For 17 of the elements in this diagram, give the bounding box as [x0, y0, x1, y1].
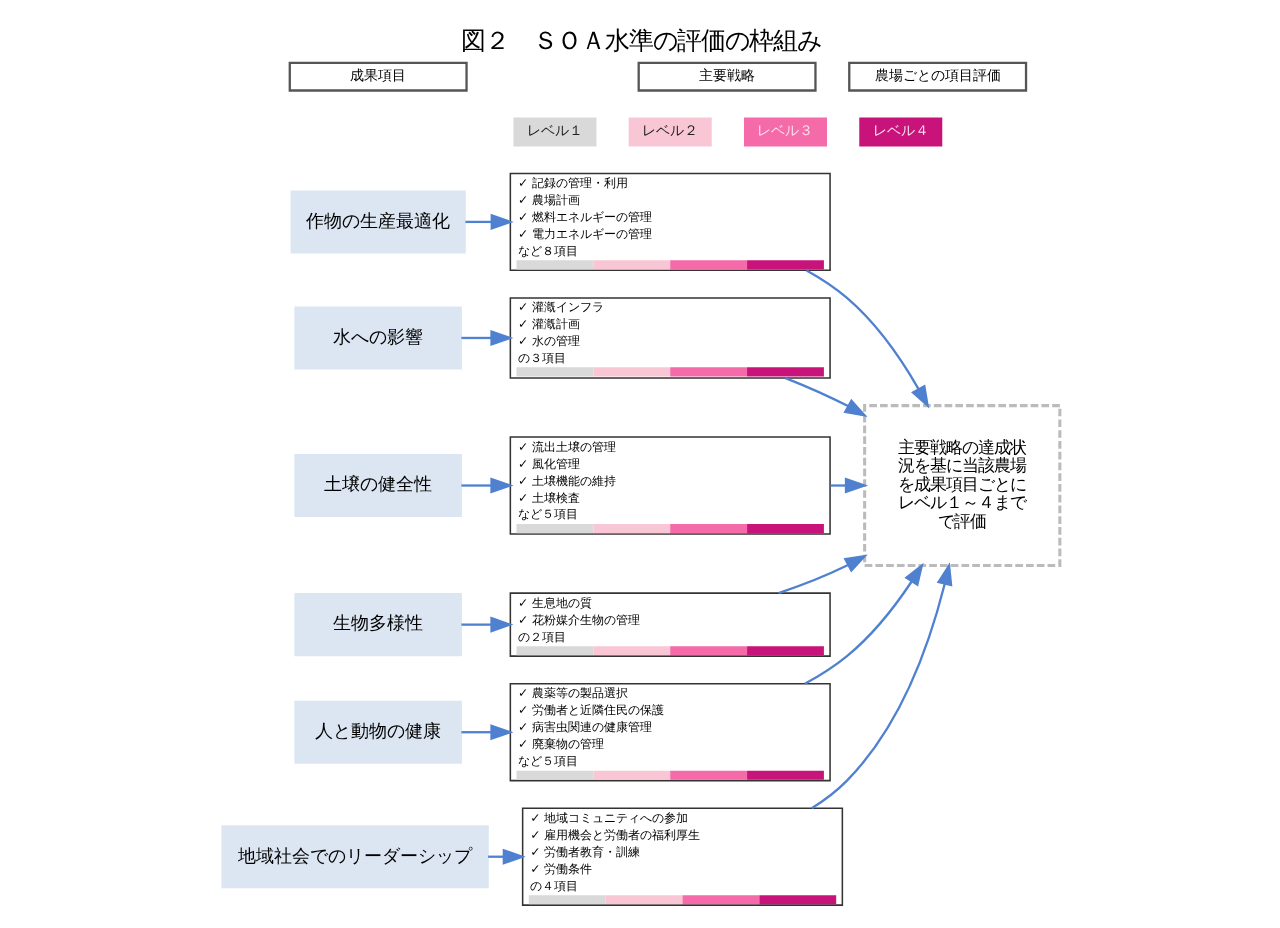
arrow	[460, 724, 513, 741]
diagram-title: 図２ ＳＯＡ水準の評価の枠組み	[460, 26, 820, 55]
node-box: 地域社会でのリーダーシップ	[220, 825, 488, 889]
arrow	[460, 329, 513, 347]
node-box: 主要戦略の達成状況を基に当該農場を成果項目ごとにレベル１～４までで評価	[862, 404, 1061, 567]
node-box: 生物多様性	[293, 593, 461, 657]
arrow	[805, 269, 929, 409]
arrow	[464, 213, 513, 230]
node-box: 人と動物の健康	[293, 700, 461, 764]
node-box: 作物の生産最適化	[289, 190, 465, 254]
arrow	[777, 554, 867, 595]
node-box: 水への影響	[293, 306, 461, 370]
node-box: 土壌の健全性	[293, 454, 461, 518]
arrow	[784, 377, 867, 417]
arrow	[460, 616, 513, 633]
arrow	[460, 477, 513, 494]
arrow	[829, 477, 867, 494]
